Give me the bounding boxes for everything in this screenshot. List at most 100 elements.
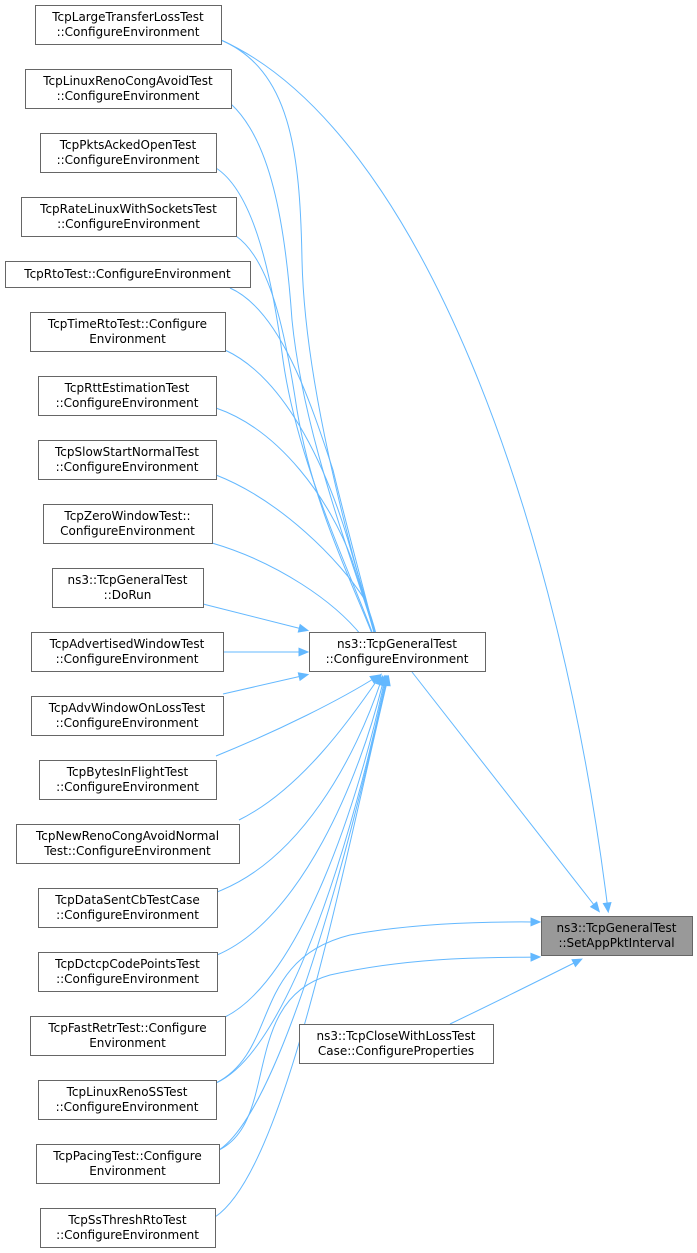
node-tcplinuxrenocongavoidtest-configureenvironment[interactable]: TcpLinuxRenoCongAvoidTest::ConfigureEnvi… [25,69,232,109]
call-edge-c15-to-hub [216,677,385,956]
node-box [30,1016,226,1056]
node-tcprtotest-configureenvironment[interactable]: TcpRtoTest::ConfigureEnvironment [5,261,251,288]
node-label-line: TcpRttEstimationTest [64,381,190,395]
node-tcpratelinuxwithsocketstest-configureenvironment[interactable]: TcpRateLinuxWithSocketsTest::ConfigureEn… [21,197,237,237]
arrowhead-icon [297,623,310,633]
node-box [43,504,213,544]
node-tcpdatasentcbtestcase-configureenvironment[interactable]: TcpDataSentCbTestCase::ConfigureEnvironm… [38,888,218,928]
node-label-line: TcpRateLinuxWithSocketsTest [39,202,217,216]
node-label-line: ::ConfigureEnvironment [56,460,199,474]
node-tcpfastretrtest-configureenvironment[interactable]: TcpFastRetrTest::ConfigureEnvironment [30,1016,226,1056]
call-edge-c17-to-hub [215,677,387,1084]
node-box [35,5,222,45]
node-box [31,696,224,736]
node-label-line: TcpSsThreshRtoTest [67,1213,187,1227]
node-tcpdctcpcodepointstest-configureenvironment[interactable]: TcpDctcpCodePointsTest::ConfigureEnviron… [38,952,218,992]
node-box [5,261,251,288]
call-edge-c17-to-setapp [215,921,539,1084]
node-box [541,916,693,956]
arrowhead-icon [602,901,612,914]
call-edge-c0-to-setapp [220,39,609,911]
call-edge-c20-to-setapp [449,959,581,1025]
call-edge-c3-to-hub [235,235,383,663]
arrowhead-icon [298,647,310,657]
node-tcptimertotest-configureenvironment[interactable]: TcpTimeRtoTest::ConfigureEnvironment [30,312,226,352]
node-tcpslowstartnormaltest-configureenvironment[interactable]: TcpSlowStartNormalTest::ConfigureEnviron… [38,440,217,480]
node-label-line: TcpAdvWindowOnLossTest [48,701,206,715]
node-box [36,1144,220,1184]
node-label-line: ns3::TcpGeneralTest [337,637,457,651]
node-label-line: TcpSlowStartNormalTest [54,445,199,459]
node-box [38,1080,217,1120]
node-label-line: ::SetAppPktInterval [558,936,674,950]
node-box [16,824,240,864]
node-box [52,568,204,608]
node-label-line: TcpTimeRtoTest::Configure [47,317,207,331]
node-label-line: Environment [89,1164,166,1178]
node-label-line: ::ConfigureEnvironment [56,652,199,666]
call-edge-c16-to-hub [224,677,386,1018]
node-box [38,888,218,928]
node-label-line: ns3::TcpGeneralTest [556,921,676,935]
call-edge-c1-to-hub [230,103,384,663]
call-edge-c19-to-hub [214,677,389,1218]
node-box [309,632,486,672]
node-tcpbytesinflighttest-configureenvironment[interactable]: TcpBytesInFlightTest::ConfigureEnvironme… [39,760,217,800]
node-box [299,1024,494,1064]
node-label-line: ::ConfigureEnvironment [56,780,199,794]
node-box [25,69,232,109]
node-tcppktsackedopentest-configureenvironment[interactable]: TcpPktsAckedOpenTest::ConfigureEnvironme… [40,133,217,173]
node-label-line: Test::ConfigureEnvironment [43,844,211,858]
node-box [38,952,218,992]
node-box [40,1208,216,1248]
call-edge-c12-to-hub [215,675,379,757]
node-label-line: ::ConfigureEnvironment [56,1100,199,1114]
node-tcplinuxrenosstest-configureenvironment[interactable]: TcpLinuxRenoSSTest::ConfigureEnvironment [38,1080,217,1120]
node-ns3-tcpgeneraltest-configureenvironment[interactable]: ns3::TcpGeneralTest::ConfigureEnvironmen… [309,632,486,672]
node-label-line: TcpNewRenoCongAvoidNormal [35,829,219,843]
call-edge-c4-to-hub [229,287,383,663]
node-label-line: ns3::TcpCloseWithLossTest [317,1029,476,1043]
node-label-line: ::DoRun [104,588,152,602]
node-ns3-tcpgeneraltest-dorun[interactable]: ns3::TcpGeneralTest::DoRun [52,568,204,608]
node-ns3-tcpgeneraltest-setapppktinterval[interactable]: ns3::TcpGeneralTest::SetAppPktInterval [541,916,693,956]
node-label-line: ::ConfigureEnvironment [56,716,199,730]
arrowhead-icon [381,674,391,687]
node-tcpssthreshrtotest-configureenvironment[interactable]: TcpSsThreshRtoTest::ConfigureEnvironment [40,1208,216,1248]
node-label-line: TcpLargeTransferLossTest [51,10,204,24]
node-label-line: ::ConfigureEnvironment [326,652,469,666]
node-box [39,760,217,800]
node-tcpzerowindowtest-configureenvironment[interactable]: TcpZeroWindowTest::ConfigureEnvironment [43,504,213,544]
node-label-line: Environment [89,332,166,346]
call-edge-c9-to-hub [202,603,307,631]
node-label-line: ::ConfigureEnvironment [56,972,199,986]
call-edge-c18-to-setapp [218,956,539,1151]
call-edge-c18-to-hub [218,677,388,1151]
node-label-line: TcpLinuxRenoCongAvoidTest [42,74,213,88]
node-tcprttestimationtest-configureenvironment[interactable]: TcpRttEstimationTest::ConfigureEnvironme… [38,376,217,416]
call-edge-c5-to-hub [224,349,383,663]
node-tcpadvertisedwindowtest-configureenvironment[interactable]: TcpAdvertisedWindowTest::ConfigureEnviro… [31,632,224,672]
node-label-line: ns3::TcpGeneralTest [67,573,187,587]
node-box [38,376,217,416]
call-edge-hub-to-setapp [411,671,599,911]
node-box [38,440,217,480]
node-tcpadvwindowonlosstest-configureenvironment[interactable]: TcpAdvWindowOnLossTest::ConfigureEnviron… [31,696,224,736]
node-label-line: Case::ConfigureProperties [318,1044,474,1058]
call-edge-c14-to-hub [216,677,383,893]
node-label-line: ::ConfigureEnvironment [56,908,199,922]
node-box [31,632,224,672]
node-label-line: Environment [89,1036,166,1050]
node-tcpnewrenocongavoidnormaltest-configureenvironment[interactable]: TcpNewRenoCongAvoidNormalTest::Configure… [16,824,240,864]
node-label-line: TcpLinuxRenoSSTest [66,1085,188,1099]
node-tcppacingtest-configureenvironment[interactable]: TcpPacingTest::ConfigureEnvironment [36,1144,220,1184]
node-label-line: TcpBytesInFlightTest [66,765,189,779]
graph-nodes: ns3::TcpGeneralTest::SetAppPktIntervalns… [5,5,693,1248]
node-label-line: TcpPktsAckedOpenTest [59,138,197,152]
arrowhead-icon [297,672,310,682]
node-tcplargetransferlosstest-configureenvironment[interactable]: TcpLargeTransferLossTest::ConfigureEnvir… [35,5,222,45]
node-box [40,133,217,173]
node-label-line: TcpZeroWindowTest:: [63,509,190,523]
node-ns3-tcpclosewithlosstestcase-configureproperties[interactable]: ns3::TcpCloseWithLossTestCase::Configure… [299,1024,494,1064]
